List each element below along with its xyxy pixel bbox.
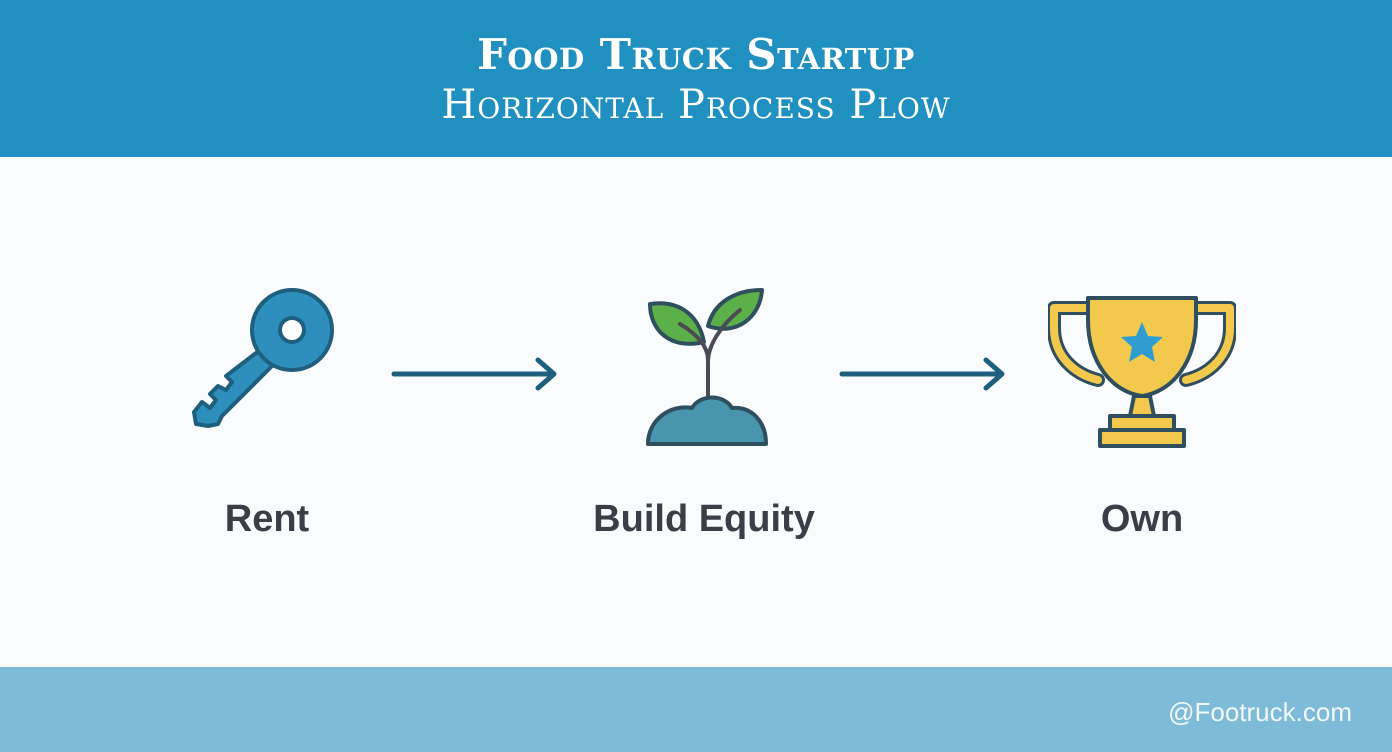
step-label-own: Own — [1100, 498, 1184, 540]
arrow-right-icon — [391, 357, 557, 391]
arrow-right-icon — [839, 357, 1005, 391]
step-label-rent: Rent — [224, 498, 310, 540]
key-icon — [192, 288, 334, 428]
footer-banner: @Footruck.com — [0, 667, 1392, 752]
footer-credit: @Footruck.com — [1168, 697, 1352, 727]
sprout-icon — [646, 288, 768, 446]
step-label-build-equity: Build Equity — [593, 498, 815, 540]
page-subtitle: Horizontal Process Plow — [441, 82, 951, 128]
page-title: Food Truck Startup — [477, 30, 915, 79]
header-banner: Food Truck Startup Horizontal Process Pl… — [0, 0, 1392, 157]
trophy-icon — [1048, 296, 1236, 448]
